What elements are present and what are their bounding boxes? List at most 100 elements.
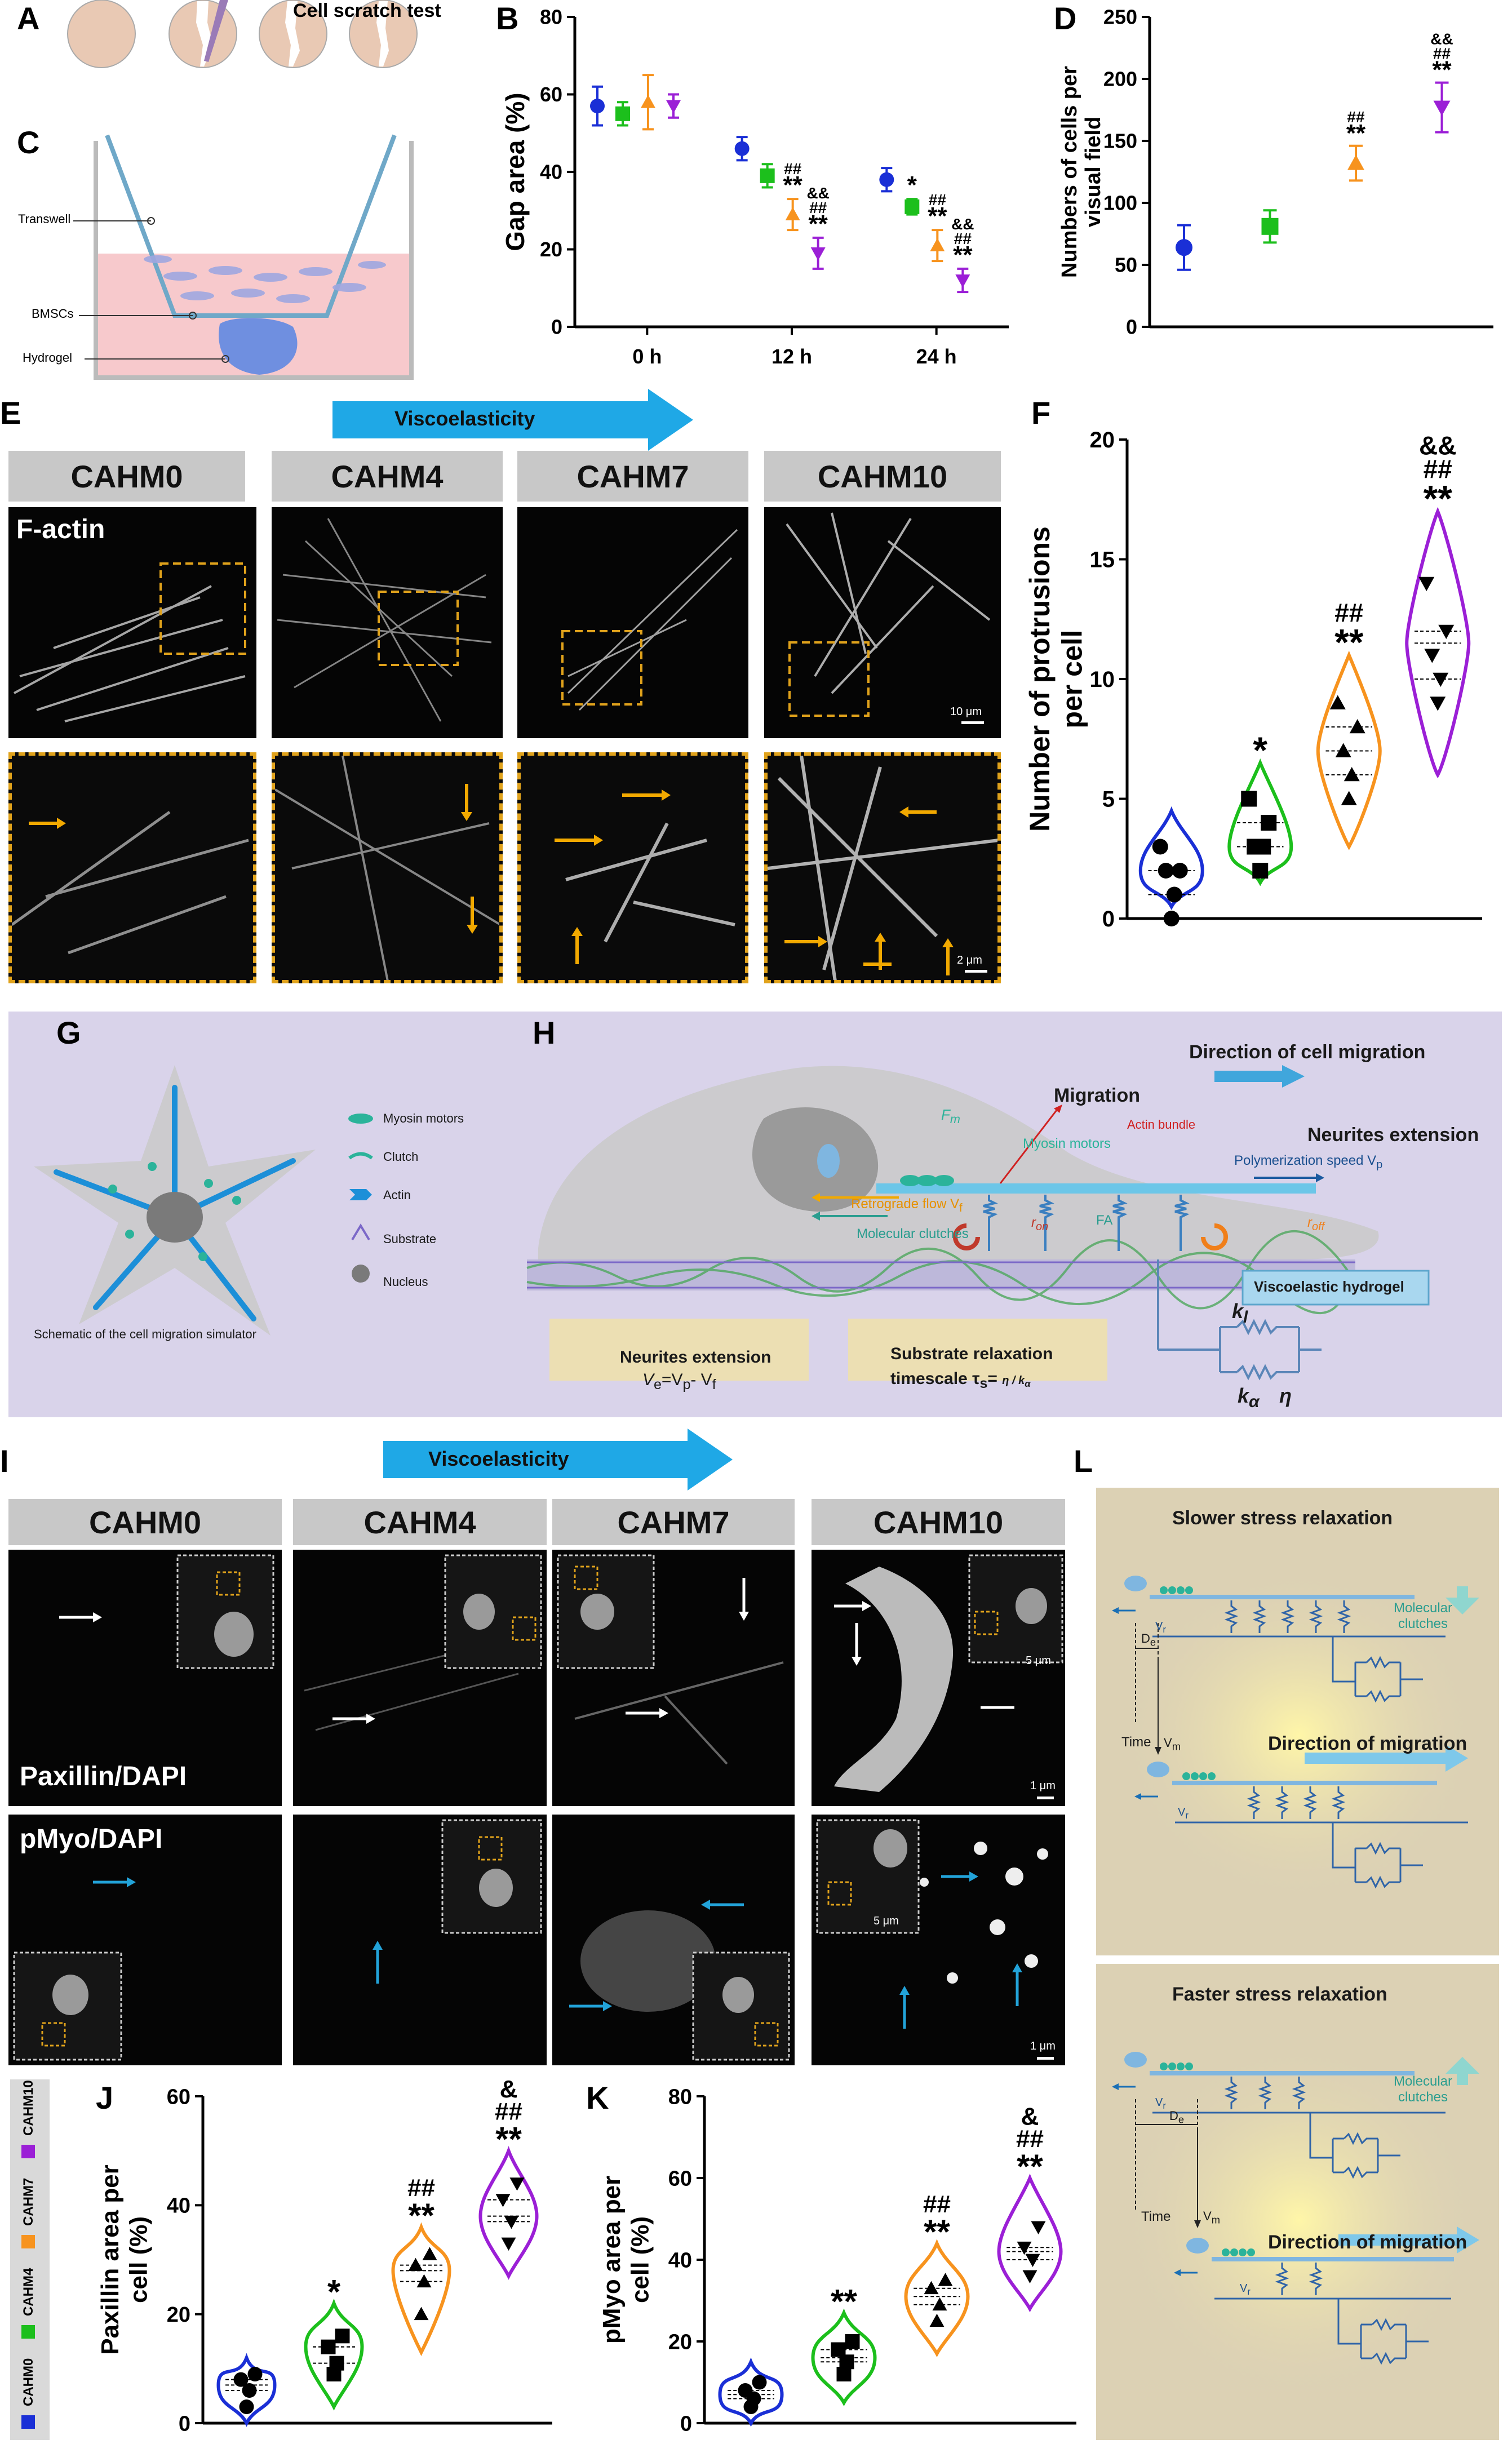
- y-tick-label: 0: [551, 316, 562, 339]
- pmyo-micrograph-cahm7: [552, 1815, 795, 2065]
- ron-label: ron: [1031, 1215, 1049, 1233]
- data-point-cahm10: [501, 2237, 516, 2251]
- paxillin-micrograph-cahm4: [293, 1550, 547, 1806]
- vm-label-fast: Vm: [1203, 2209, 1220, 2226]
- panel-label-h: H: [533, 1015, 556, 1050]
- panel-label-e: E: [0, 395, 21, 431]
- data-point-cahm0: [1158, 863, 1174, 879]
- significance-mark: **: [1334, 622, 1364, 663]
- data-point-cahm7: [1347, 154, 1364, 170]
- factin-micrograph-cahm0: F-actin: [8, 507, 256, 738]
- legend-label-cahm10: CAHM10: [21, 2080, 36, 2136]
- data-point-cahm10: [1424, 649, 1440, 663]
- data-point-cahm7: [1341, 791, 1357, 805]
- violin-cahm4: [811, 2308, 877, 2406]
- myosin-motors-label: Myosin motors: [1023, 1136, 1111, 1151]
- legend-swatch-cahm10: [21, 2145, 35, 2158]
- significance-mark: &&: [1430, 30, 1453, 48]
- significance-mark: **: [408, 2197, 434, 2234]
- y-tick-label: 20: [167, 2303, 190, 2327]
- viscoelasticity-arrow-i: [383, 1429, 733, 1491]
- significance-mark: *: [1253, 729, 1267, 771]
- panel-label-j: J: [96, 2080, 114, 2115]
- data-point-cahm4: [1241, 791, 1257, 807]
- significance-mark: **: [1346, 119, 1366, 147]
- substrate-box-equation: timescale τs= η / kα: [890, 1369, 1031, 1391]
- header-cahm7-i: CAHM7: [552, 1499, 795, 1545]
- significance-mark: **: [495, 2121, 522, 2158]
- panel-label-k: K: [586, 2080, 609, 2115]
- scale-10um: 10 μm: [950, 706, 982, 718]
- y-tick-label: 150: [1103, 130, 1137, 153]
- data-point-cahm4: [1252, 863, 1269, 879]
- data-point-cahm0: [734, 141, 750, 156]
- y-tick-label: 50: [1115, 254, 1137, 277]
- y-tick-label: 200: [1103, 68, 1137, 91]
- y-tick-label: 80: [668, 2085, 692, 2109]
- y-axis-label: Numbers of cells per: [1058, 66, 1081, 278]
- simulator-caption: Schematic of the cell migration simulato…: [34, 1327, 256, 1341]
- data-point-cahm7: [932, 2297, 947, 2311]
- header-cahm4-e: CAHM4: [272, 451, 503, 502]
- violin-cahm0: [216, 2353, 277, 2427]
- significance-mark: ##: [407, 2174, 435, 2202]
- violin-cahm7: [391, 2222, 451, 2357]
- data-point-cahm7: [1349, 719, 1365, 734]
- factin-zoom-cahm7: [517, 752, 748, 983]
- data-point-cahm7: [1329, 695, 1346, 709]
- neurites-box-equation: Ve=Vp- Vf: [642, 1370, 716, 1392]
- significance-mark: **: [831, 2282, 857, 2320]
- panel-label-c: C: [17, 125, 40, 160]
- fa-label: FA: [1096, 1213, 1113, 1228]
- y-tick-label: 10: [1090, 667, 1115, 692]
- data-point-cahm10: [1438, 624, 1455, 639]
- x-tick-label: 24 h: [916, 345, 957, 368]
- violin-cahm7: [1316, 650, 1382, 850]
- factin-micrograph-cahm10: 10 μm: [764, 507, 1001, 738]
- data-point-cahm4: [904, 199, 920, 214]
- data-point-cahm10: [955, 274, 970, 288]
- slower-stress-relaxation-title: Slower stress relaxation: [1172, 1507, 1393, 1529]
- y-tick-label: 20: [540, 238, 562, 261]
- data-point-cahm7: [1335, 743, 1351, 757]
- eta-label: η: [1279, 1384, 1292, 1407]
- factin-micrograph-cahm4: [272, 507, 503, 738]
- data-point-cahm0: [752, 2375, 767, 2390]
- panel-g-background: [8, 1012, 504, 1417]
- y-tick-label: 60: [540, 83, 562, 106]
- significance-mark: **: [1424, 478, 1453, 520]
- significance-mark: ##: [1433, 45, 1451, 63]
- data-point-cahm10: [495, 2194, 511, 2207]
- data-point-cahm7: [938, 2273, 953, 2286]
- y-tick-label: 5: [1102, 787, 1115, 812]
- data-point-cahm10: [810, 247, 826, 261]
- significance-mark: **: [783, 171, 803, 199]
- bmscs-label: BMSCs: [32, 307, 74, 321]
- data-point-cahm7: [924, 2281, 939, 2295]
- de-label-slow: De: [1141, 1631, 1156, 1648]
- data-point-cahm0: [590, 99, 605, 114]
- migration-label: Migration: [1054, 1085, 1140, 1106]
- neurites-box-title: Neurites extension: [620, 1348, 771, 1367]
- data-point-cahm0: [242, 2383, 257, 2398]
- paxillin-micrograph-cahm0: Paxillin/DAPI: [8, 1550, 282, 1806]
- viscoelasticity-label-e: Viscoelasticity: [394, 407, 535, 430]
- scale-5um-paxillin: 5 μm: [1026, 1655, 1051, 1667]
- scale-5um-pmyo: 5 μm: [873, 1915, 899, 1927]
- y-tick-label: 0: [680, 2412, 692, 2436]
- significance-mark: ##: [784, 160, 802, 178]
- violin-cahm10: [1405, 507, 1471, 779]
- significance-mark: **: [928, 202, 947, 230]
- neurites-extension-label: Neurites extension: [1307, 1124, 1479, 1146]
- factin-zoom-cahm10: 2 μm: [764, 752, 1001, 983]
- vm-label-slow: Vm: [1164, 1736, 1181, 1753]
- data-point-cahm0: [738, 2383, 753, 2398]
- significance-mark: &&: [806, 184, 829, 202]
- y-tick-label: 20: [1090, 428, 1115, 453]
- data-point-cahm4: [1261, 815, 1277, 831]
- legend-swatch-cahm4: [21, 2325, 35, 2339]
- vr-label-slow-2: Vr: [1178, 1806, 1189, 1821]
- data-point-cahm4: [836, 2367, 852, 2381]
